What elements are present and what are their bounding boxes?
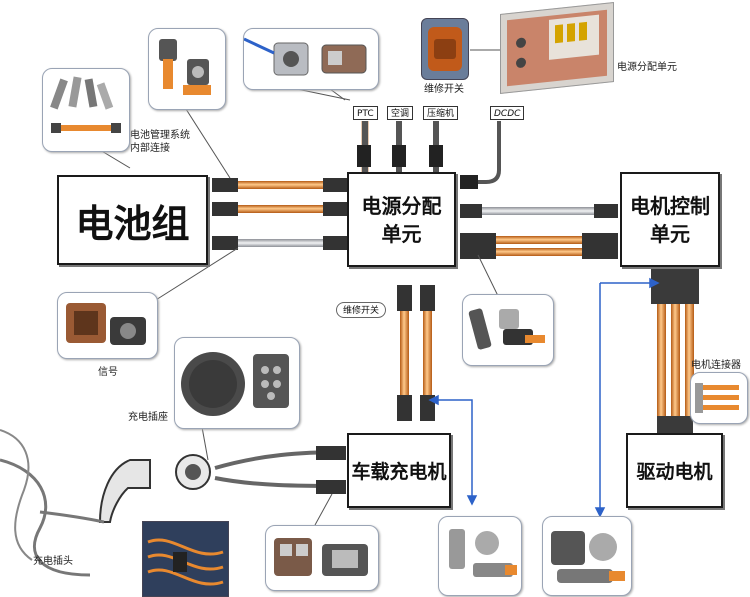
pdu-unit-label: 电源分配单元 xyxy=(617,62,677,73)
pdu-motor-connector-photo xyxy=(462,294,554,366)
service-switch-top-label: 维修开关 xyxy=(424,84,464,95)
signal-connector-icon xyxy=(66,303,146,345)
signal-label: 信号 xyxy=(98,367,118,378)
charge-input-cables xyxy=(0,446,346,577)
blue-arrows xyxy=(428,277,660,518)
pdu-top-cables xyxy=(357,121,501,189)
motor-connector-photo xyxy=(690,372,748,424)
service-switch-mid-label: 维修开关 xyxy=(336,302,387,318)
hv-connector-icon-1 xyxy=(159,39,211,95)
charge-socket-icon xyxy=(181,352,289,416)
charge-socket-label: 充电插座 xyxy=(128,412,168,423)
motor-connector-label: 电机连接器 xyxy=(691,360,741,371)
motor-connector-icon xyxy=(695,383,739,413)
battery-pack-block[interactable]: 电池组 xyxy=(57,175,208,265)
service-switch-icon xyxy=(428,27,462,71)
drive-motor-title: 驱动电机 xyxy=(636,461,713,483)
power-distribution-block[interactable]: 电源分配 单元 xyxy=(347,172,456,267)
drive-motor-block[interactable]: 驱动电机 xyxy=(626,433,723,508)
charge-socket-photo xyxy=(174,337,300,429)
motor-controller-title-line2: 单元 xyxy=(650,221,690,246)
bms-connector-photo xyxy=(42,68,130,152)
charge-plug-label: 充电插头 xyxy=(33,556,73,567)
pdu-motor-connector-icon xyxy=(468,308,545,350)
signal-connector-photo xyxy=(57,292,158,359)
charger-connector-photo xyxy=(265,525,379,591)
hv-connector-icon-2 xyxy=(244,37,367,76)
pdu-title-line1: 电源分配 xyxy=(361,193,442,218)
onboard-charger-title: 车载充电机 xyxy=(351,461,447,483)
bms-label-line2: 内部连接 xyxy=(130,143,170,154)
port-tag-ptc: PTC xyxy=(353,106,378,120)
controller-motor-cables xyxy=(651,266,699,434)
hv-connector-photo-1 xyxy=(148,28,226,110)
charger-side-connector-photo xyxy=(438,516,522,596)
pdu-title-line2: 单元 xyxy=(381,221,422,246)
onboard-charger-block[interactable]: 车载充电机 xyxy=(347,433,451,508)
pdu-unit-photo xyxy=(500,2,614,94)
charger-connector-icon xyxy=(274,538,368,576)
port-tag-aircon: 空调 xyxy=(387,106,414,120)
charge-harness-photo xyxy=(142,521,229,597)
charger-side-connector-icon xyxy=(449,529,517,577)
port-tag-dcdc: DCDC xyxy=(490,106,525,120)
service-switch-photo xyxy=(421,18,469,80)
pdu-charger-cables xyxy=(397,285,435,421)
pdu-motor-cables xyxy=(460,204,618,259)
drive-motor-connector-photo xyxy=(542,516,632,596)
callout-lines xyxy=(99,49,501,526)
port-tag-compressor: 压缩机 xyxy=(423,106,459,120)
pdu-unit-icon xyxy=(507,9,607,87)
bms-parts-icon xyxy=(50,76,121,133)
battery-pdu-cables xyxy=(212,178,347,250)
battery-pack-title: 电池组 xyxy=(75,201,190,246)
motor-controller-title-line1: 电机控制 xyxy=(630,193,710,218)
charge-harness-icon xyxy=(147,538,224,586)
hv-connector-photo-2 xyxy=(243,28,379,90)
drive-motor-connector-icon xyxy=(551,531,625,583)
charge-plug-cable-left xyxy=(0,429,33,561)
bms-label-line1: 电池管理系统 xyxy=(130,130,190,141)
motor-controller-block[interactable]: 电机控制 单元 xyxy=(620,172,720,267)
